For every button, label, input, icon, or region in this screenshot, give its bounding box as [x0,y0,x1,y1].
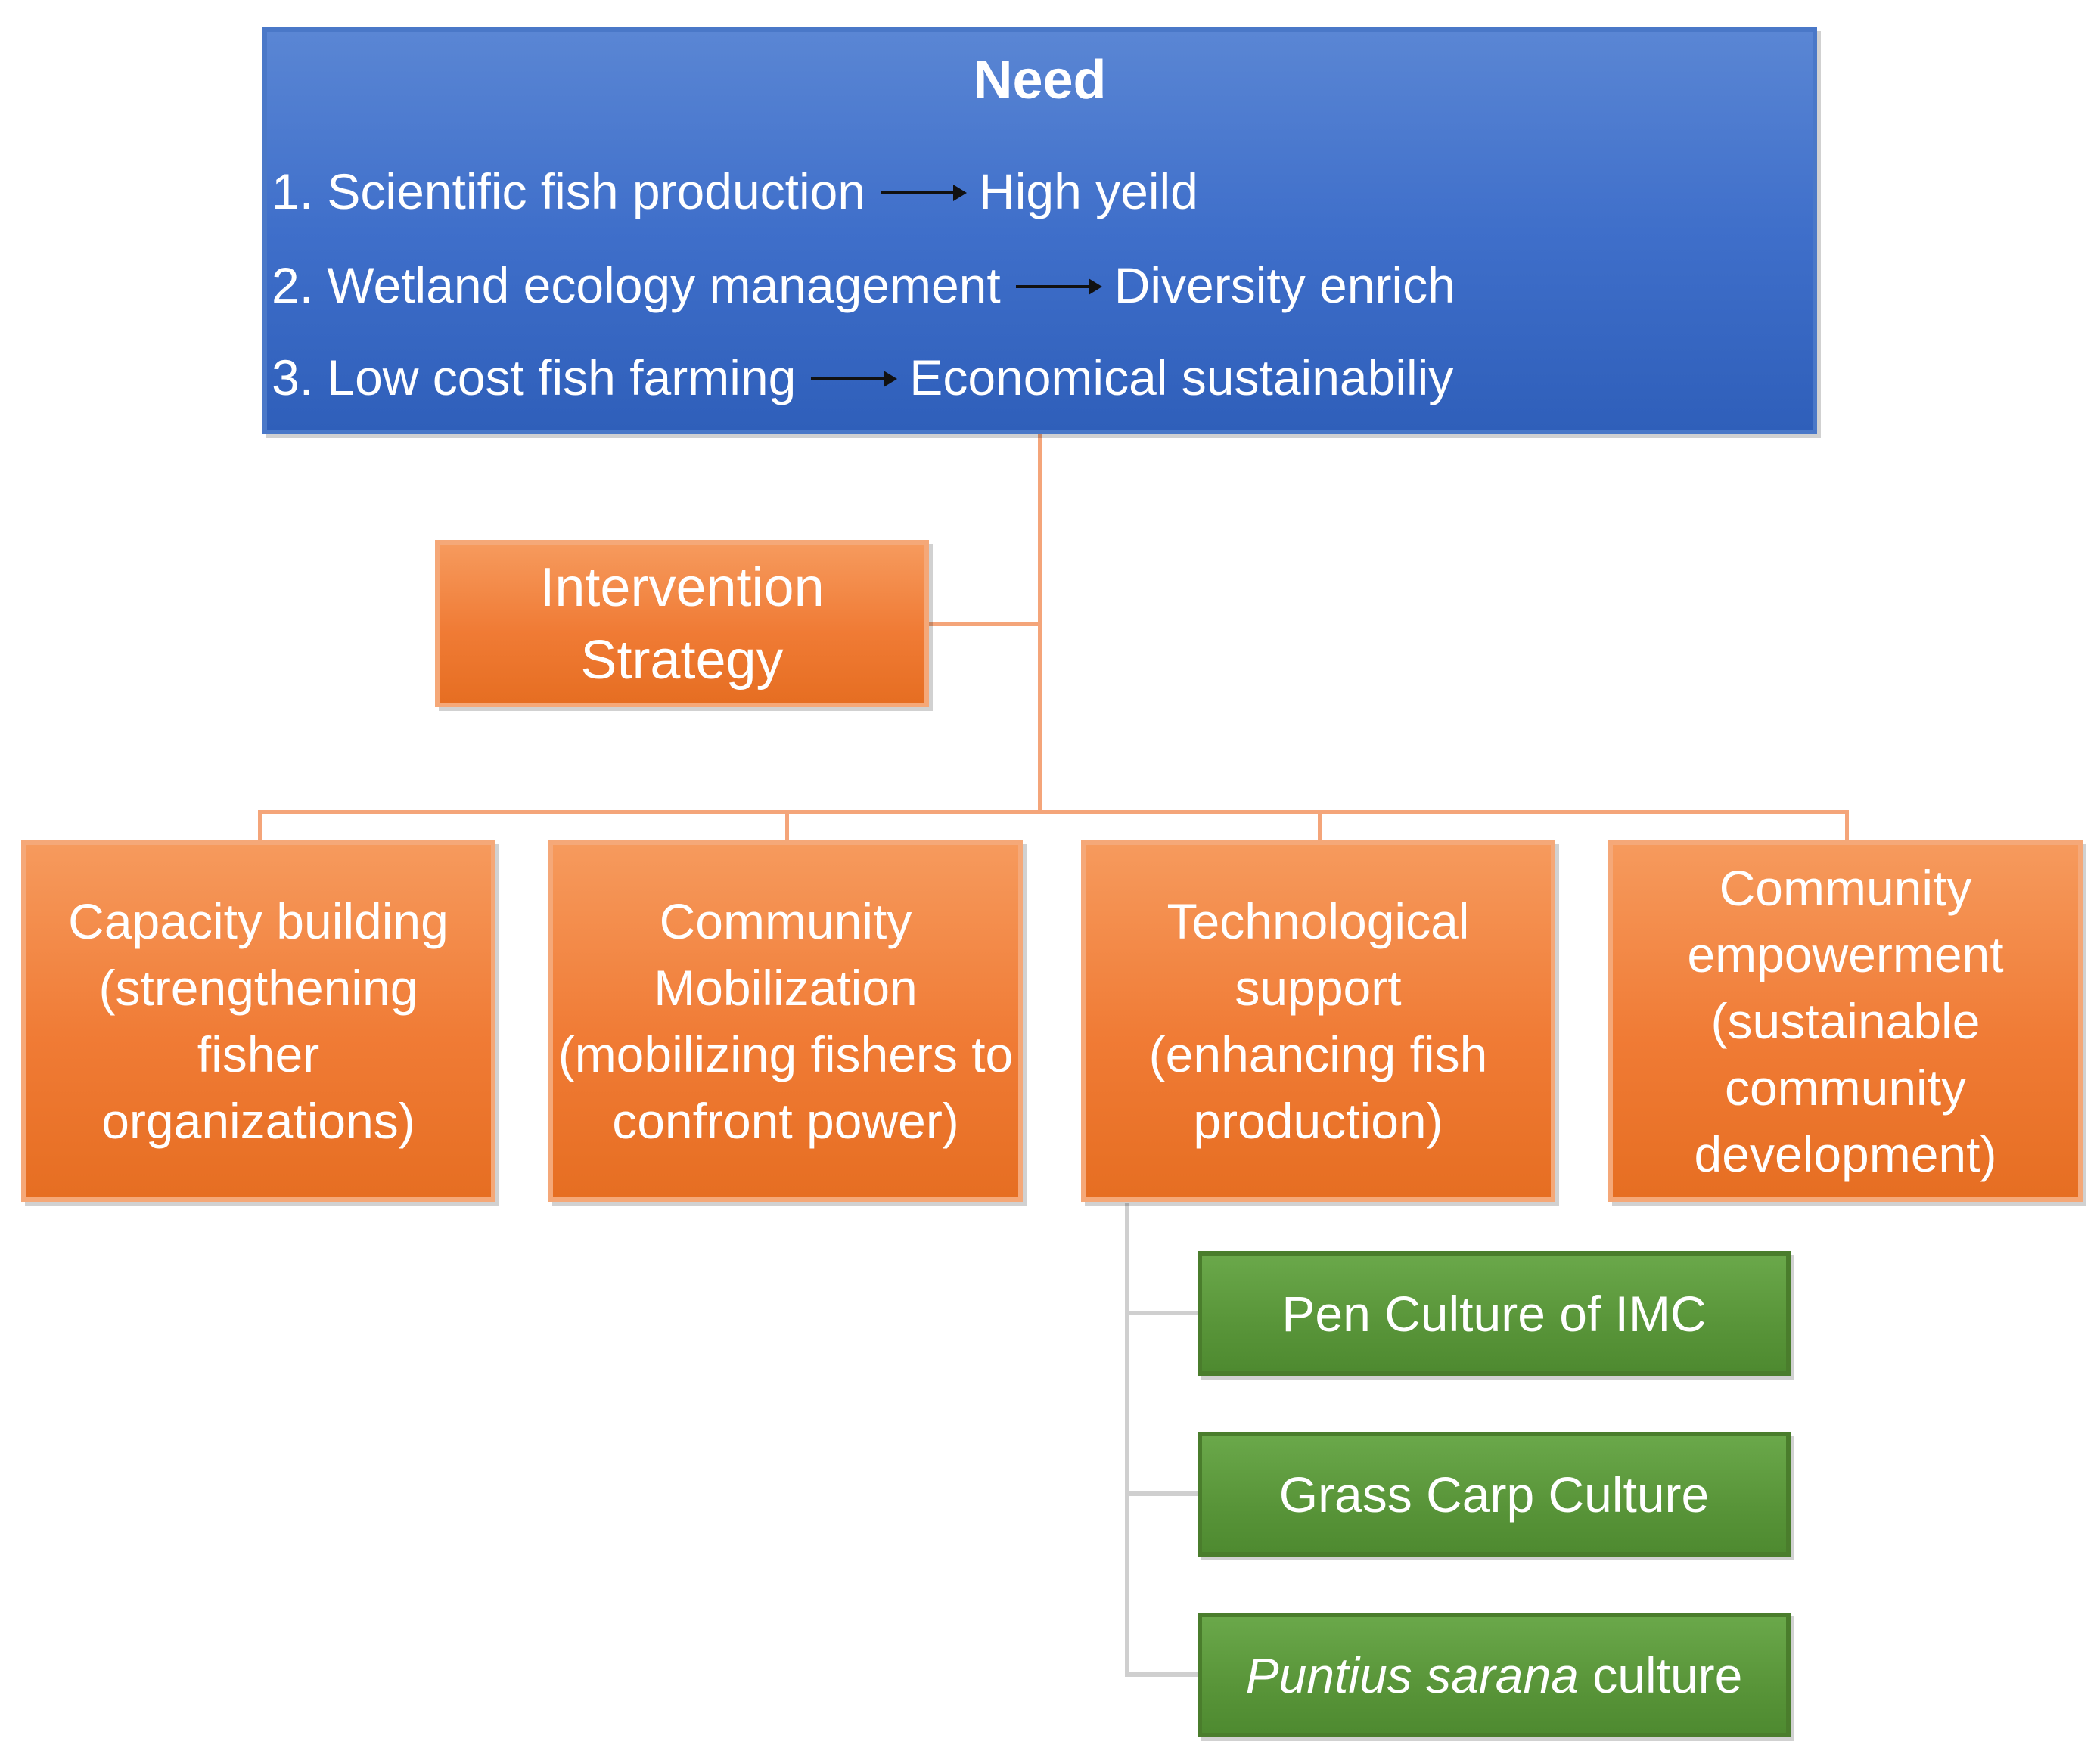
arrow-icon [1015,278,1102,295]
tech-connector-3 [1125,1672,1198,1677]
strategy-technological-support: Technological support (enhancing fish pr… [1081,840,1555,1202]
strategy-label: Community Mobilization (mobilizing fishe… [558,893,1014,1149]
tech-connector-2 [1125,1491,1198,1496]
need-item-1-label: 1. Scientific fish production [272,163,866,219]
tech-connector-vertical [1125,1203,1129,1677]
need-item-1: 1. Scientific fish production High yeild [272,166,1198,216]
need-item-3-label: 3. Low cost fish farming [272,349,797,405]
tech-connector-1 [1125,1311,1198,1315]
need-item-3: 3. Low cost fish farming Economical sust… [272,352,1453,402]
branch-drop-1 [258,810,262,840]
technique-grass-carp: Grass Carp Culture [1198,1432,1791,1557]
strategy-capacity-building: Capacity building (strengthening fisher … [21,840,495,1202]
branch-bar [258,810,1849,814]
technique-species-name: Puntius sarana [1245,1647,1579,1703]
strategy-community-mobilization: Community Mobilization (mobilizing fishe… [548,840,1023,1202]
intervention-strategy-box: Intervention Strategy [435,540,929,707]
need-item-2-result: Diversity enrich [1114,257,1455,313]
need-item-3-result: Economical sustainabiliy [909,349,1454,405]
strategy-label: Technological support (enhancing fish pr… [1148,893,1488,1149]
technique-pen-culture: Pen Culture of IMC [1198,1251,1791,1376]
branch-drop-3 [1318,810,1322,840]
arrow-icon [811,371,898,387]
technique-suffix: culture [1578,1647,1743,1703]
intervention-connector [929,622,1042,626]
need-box: Need 1. Scientific fish production High … [262,27,1817,434]
technique-label: Pen Culture of IMC [1281,1285,1707,1342]
technique-label: Puntius sarana culture [1246,1650,1743,1700]
need-item-2: 2. Wetland ecology management Diversity … [272,260,1455,310]
arrow-icon [881,185,968,201]
need-title: Need [973,50,1107,110]
technique-puntius-sarana: Puntius sarana culture [1198,1613,1791,1737]
technique-label: Grass Carp Culture [1278,1466,1710,1523]
branch-drop-4 [1845,810,1849,840]
strategy-label: Community empowerment (sustainable commu… [1687,860,2004,1182]
strategy-label: Capacity building (strengthening fisher … [68,893,449,1149]
need-item-2-label: 2. Wetland ecology management [272,257,1001,313]
strategy-community-empowerment: Community empowerment (sustainable commu… [1608,840,2083,1202]
branch-drop-2 [785,810,789,840]
need-item-1-result: High yeild [979,163,1198,219]
intervention-strategy-label: Intervention Strategy [539,557,825,691]
